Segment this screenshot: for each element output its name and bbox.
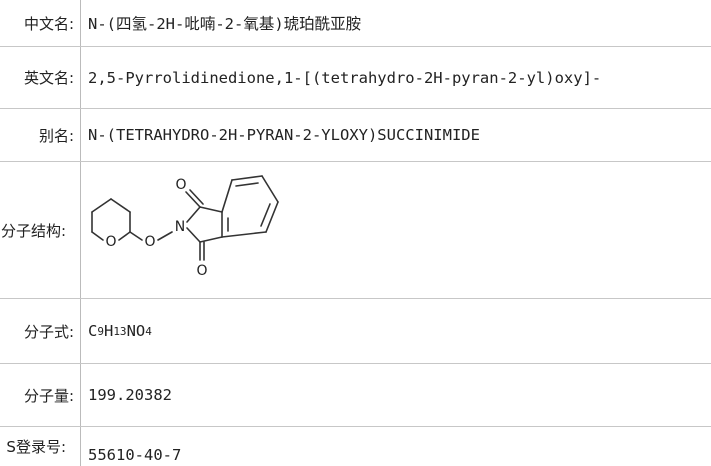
cas-value: 55610-40-7 — [88, 446, 182, 464]
cas-label: S登录号: — [6, 438, 66, 456]
column-divider — [80, 162, 81, 298]
atom-n: N — [175, 219, 185, 235]
formula-no: NO — [126, 322, 146, 340]
column-divider — [80, 299, 81, 363]
atom-o-bottom: O — [196, 263, 207, 279]
english-name-value: 2,5-Pyrrolidinedione,1-[(tetrahydro-2H-p… — [88, 68, 602, 87]
row-weight: 分子量: 199.20382 — [0, 364, 711, 426]
row-divider — [0, 46, 711, 47]
weight-label: 分子量: — [23, 386, 74, 405]
structure-drawing: O O N O O — [82, 162, 709, 298]
formula-o-count: 4 — [145, 324, 152, 338]
row-divider — [0, 298, 711, 299]
column-divider — [80, 364, 81, 426]
row-divider — [0, 161, 711, 162]
row-cas: S登录号: 55610-40-7 — [0, 427, 711, 466]
row-english-name: 英文名: 2,5-Pyrrolidinedione,1-[(tetrahydro… — [0, 47, 711, 108]
row-divider — [0, 108, 711, 109]
atom-o-top: O — [175, 177, 186, 193]
molecule-structure-image: O O N O O — [91, 175, 279, 279]
row-structure: 分子结构: — [0, 162, 711, 298]
row-divider — [0, 363, 711, 364]
atom-o-link: O — [144, 234, 155, 250]
column-divider — [80, 0, 81, 46]
row-alias: 别名: N-(TETRAHYDRO-2H-PYRAN-2-YLOXY)SUCCI… — [0, 109, 711, 161]
formula-h-count: 13 — [113, 324, 127, 338]
alias-label: 别名: — [38, 126, 74, 145]
atom-o-ring: O — [105, 234, 116, 250]
formula-c: C — [88, 322, 98, 340]
formula-h: H — [103, 322, 114, 340]
structure-label: 分子结构: — [0, 221, 66, 240]
column-divider — [80, 47, 81, 108]
column-divider — [80, 427, 81, 466]
column-divider — [80, 109, 81, 161]
formula-label: 分子式: — [23, 322, 74, 341]
chinese-name-value: N-(四氢-2H-吡喃-2-氧基)琥珀酰亚胺 — [88, 15, 362, 33]
chinese-name-label: 中文名: — [23, 14, 74, 33]
row-divider — [0, 426, 711, 427]
formula-c-count: 9 — [97, 324, 104, 338]
english-name-label: 英文名: — [23, 69, 74, 87]
row-chinese-name: 中文名: N-(四氢-2H-吡喃-2-氧基)琥珀酰亚胺 — [0, 0, 711, 46]
alias-value: N-(TETRAHYDRO-2H-PYRAN-2-YLOXY)SUCCINIMI… — [88, 126, 480, 144]
weight-value: 199.20382 — [88, 386, 172, 404]
